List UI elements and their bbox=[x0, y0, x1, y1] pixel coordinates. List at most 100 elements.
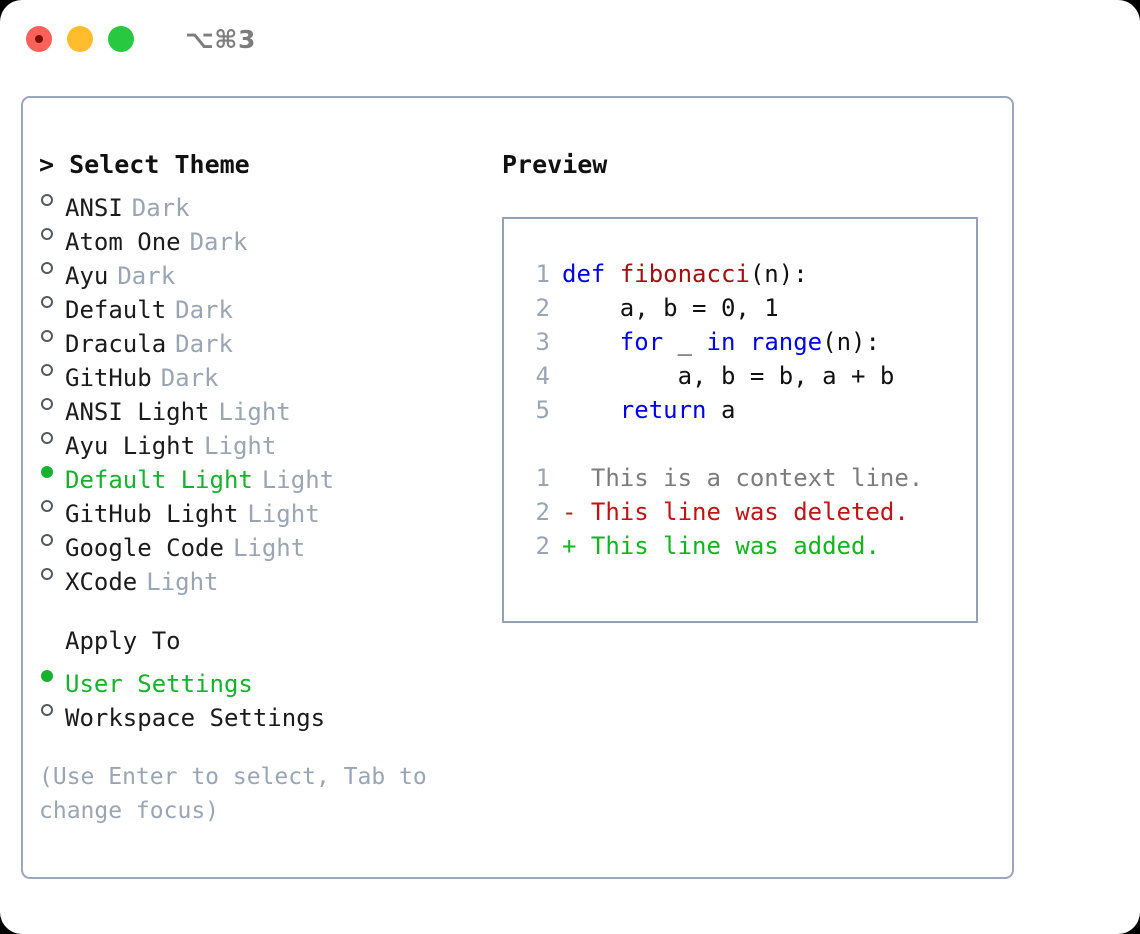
code-token: (n): bbox=[822, 328, 880, 356]
preview-heading: Preview bbox=[502, 150, 608, 179]
code-token: a, b = 0, 1 bbox=[562, 294, 779, 322]
code-line: 4 a, b = b, a + b bbox=[516, 359, 976, 393]
theme-variant-tag: Dark bbox=[131, 194, 190, 222]
line-number: 1 bbox=[535, 464, 550, 492]
radio-selected-icon[interactable] bbox=[39, 454, 65, 488]
code-token: a, b = b, a + b bbox=[562, 362, 895, 390]
code-line: 3 for _ in range(n): bbox=[516, 325, 976, 359]
code-line: 2 a, b = 0, 1 bbox=[516, 291, 976, 325]
theme-name-label: ANSI bbox=[65, 194, 123, 222]
radio-unselected-icon[interactable] bbox=[39, 556, 65, 590]
code-token bbox=[605, 260, 619, 288]
code-token: _ bbox=[663, 328, 707, 356]
radio-unselected-icon[interactable] bbox=[39, 318, 65, 352]
keyboard-hint-text: (Use Enter to select, Tab to change focu… bbox=[39, 764, 427, 824]
theme-name-label: Default Light bbox=[65, 466, 253, 494]
code-line-content: a, b = b, a + b bbox=[562, 359, 895, 393]
minimize-window-button[interactable] bbox=[67, 26, 93, 52]
diff-line: 2+ This line was added. bbox=[516, 529, 976, 563]
theme-name-label: Ayu bbox=[65, 262, 109, 290]
radio-unselected-icon[interactable] bbox=[39, 386, 65, 420]
line-number: 5 bbox=[535, 396, 550, 424]
code-token: in bbox=[706, 328, 736, 356]
theme-list-item[interactable]: Ayu Dark bbox=[39, 250, 479, 290]
code-token: def bbox=[562, 260, 606, 288]
theme-variant-tag: Dark bbox=[189, 228, 248, 256]
apply-to-label: Workspace Settings bbox=[65, 704, 326, 732]
apply-to-option[interactable]: User Settings bbox=[39, 658, 479, 698]
theme-variant-tag: Light bbox=[261, 466, 335, 494]
radio-unselected-icon[interactable] bbox=[39, 420, 65, 454]
code-line-content: def fibonacci(n): bbox=[562, 257, 808, 291]
theme-list-item[interactable]: Dracula Dark bbox=[39, 318, 479, 358]
code-line: 1 def fibonacci(n): bbox=[516, 257, 976, 291]
code-token bbox=[562, 328, 620, 356]
diff-text: This is a context line. bbox=[590, 464, 924, 492]
theme-list-item[interactable]: ANSI Dark bbox=[39, 182, 479, 222]
radio-unselected-icon[interactable] bbox=[39, 284, 65, 318]
radio-unselected-icon[interactable] bbox=[39, 522, 65, 556]
radio-unselected-icon[interactable] bbox=[39, 250, 65, 284]
code-token: range bbox=[749, 328, 823, 356]
code-token bbox=[562, 396, 620, 424]
code-line-content: a, b = 0, 1 bbox=[562, 291, 779, 325]
theme-list-item[interactable]: ANSI Light Light bbox=[39, 386, 479, 426]
theme-name-label: GitHub Light bbox=[65, 500, 239, 528]
radio-unselected-icon[interactable] bbox=[39, 182, 65, 216]
theme-variant-tag: Dark bbox=[175, 296, 233, 324]
code-diff-separator bbox=[516, 427, 976, 461]
theme-list-item[interactable]: Google Code Light bbox=[39, 522, 479, 562]
diff-line: 1 This is a context line. bbox=[516, 461, 976, 495]
theme-name-label: Google Code bbox=[65, 534, 224, 562]
diff-marker bbox=[562, 461, 591, 495]
apply-to-option[interactable]: Workspace Settings bbox=[39, 692, 479, 732]
keyboard-shortcut-label: ⌥⌘3 bbox=[185, 24, 256, 54]
theme-list-item[interactable]: Default Light Light bbox=[39, 454, 479, 494]
theme-variant-tag: Light bbox=[232, 534, 306, 562]
code-line: 5 return a bbox=[516, 393, 976, 427]
code-token: for bbox=[619, 328, 664, 356]
theme-variant-tag: Dark bbox=[160, 364, 219, 392]
line-number: 1 bbox=[535, 260, 550, 288]
code-token: a bbox=[706, 396, 736, 424]
radio-unselected-icon[interactable] bbox=[39, 692, 65, 726]
radio-selected-icon[interactable] bbox=[39, 658, 65, 692]
apply-to-heading: Apply To bbox=[65, 627, 181, 655]
theme-name-label: Dracula bbox=[65, 330, 167, 358]
close-window-button[interactable] bbox=[26, 26, 52, 52]
line-number: 2 bbox=[535, 532, 550, 560]
theme-name-label: Ayu Light bbox=[65, 432, 196, 460]
code-line-content: return a bbox=[562, 393, 736, 427]
theme-name-label: Atom One bbox=[65, 228, 181, 256]
theme-list-item[interactable]: Default Dark bbox=[39, 284, 479, 324]
theme-name-label: Default bbox=[65, 296, 167, 324]
theme-name-label: ANSI Light bbox=[65, 398, 210, 426]
select-theme-heading: > Select Theme bbox=[39, 150, 250, 179]
radio-unselected-icon[interactable] bbox=[39, 216, 65, 250]
apply-to-label: User Settings bbox=[65, 670, 253, 698]
theme-variant-tag: Dark bbox=[117, 262, 176, 290]
theme-list-item[interactable]: Atom One Dark bbox=[39, 216, 479, 256]
maximize-window-button[interactable] bbox=[108, 26, 134, 52]
theme-variant-tag: Light bbox=[218, 398, 291, 426]
radio-unselected-icon[interactable] bbox=[39, 488, 65, 522]
radio-unselected-icon[interactable] bbox=[39, 352, 65, 386]
line-number: 4 bbox=[535, 362, 550, 390]
diff-marker: - bbox=[562, 498, 591, 526]
theme-variant-tag: Dark bbox=[175, 330, 233, 358]
diff-line: 2- This line was deleted. bbox=[516, 495, 976, 529]
diff-sample: 1 This is a context line.2- This line wa… bbox=[516, 461, 976, 563]
code-line-content: for _ in range(n): bbox=[562, 325, 880, 359]
